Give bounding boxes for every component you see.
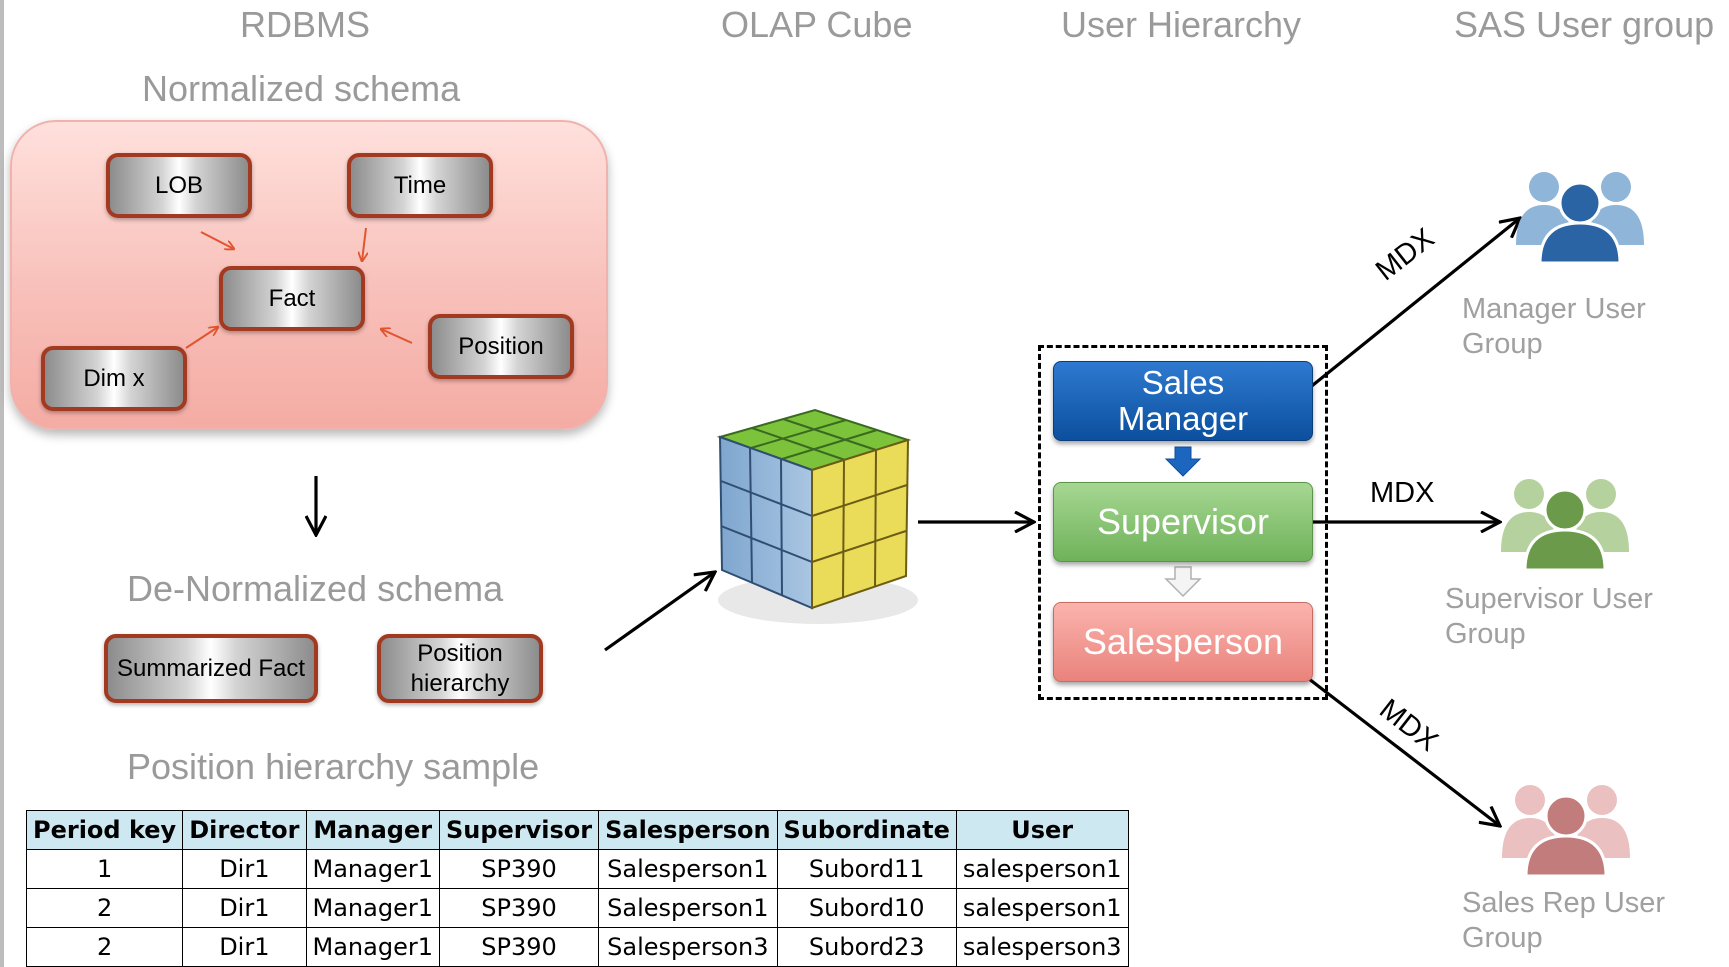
column-header: Manager bbox=[305, 810, 440, 850]
arrow-dimx-fact bbox=[185, 327, 218, 349]
table-cell: salesperson1 bbox=[955, 849, 1129, 889]
table-cell: Salesperson1 bbox=[598, 849, 778, 889]
down-arrow-icon bbox=[1164, 446, 1202, 477]
user-group-icon bbox=[1502, 785, 1630, 878]
column-header: Salesperson bbox=[598, 810, 778, 850]
table-cell: Subord11 bbox=[776, 849, 957, 889]
header-olap-cube: OLAP Cube bbox=[721, 4, 913, 45]
table-cell: salesperson3 bbox=[955, 927, 1129, 967]
table-summarized-fact: Summarized Fact bbox=[104, 634, 318, 703]
arrow-to-manager-group bbox=[1280, 218, 1520, 412]
sample-title: Position hierarchy sample bbox=[127, 746, 540, 787]
table-time: Time bbox=[347, 153, 493, 218]
node-supervisor: Supervisor bbox=[1053, 482, 1313, 562]
column-header: Director bbox=[182, 810, 307, 850]
table-cell: Manager1 bbox=[305, 927, 440, 967]
node-sales-manager: Sales Manager bbox=[1053, 361, 1313, 441]
arrow-to-cube bbox=[604, 572, 715, 652]
denormalized-schema-title: De-Normalized schema bbox=[127, 568, 504, 609]
down-arrow-icon bbox=[1164, 566, 1202, 598]
column-header: Subordinate bbox=[776, 810, 957, 850]
table-cell: SP390 bbox=[438, 849, 600, 889]
table-position: Position bbox=[428, 314, 574, 379]
left-border bbox=[0, 0, 4, 967]
table-cell: Dir1 bbox=[182, 849, 307, 889]
table-cell: Manager1 bbox=[305, 888, 440, 928]
table-cell: 2 bbox=[25, 927, 184, 967]
arrow-position-fact bbox=[381, 329, 413, 344]
arrow-lob-fact bbox=[200, 231, 234, 249]
table-cell: salesperson1 bbox=[955, 888, 1129, 928]
user-hierarchy-frame bbox=[1038, 345, 1328, 700]
table-cell: 2 bbox=[25, 888, 184, 928]
supervisor-group-label: Supervisor User Group bbox=[1445, 583, 1653, 650]
user-group-icon bbox=[1501, 479, 1629, 572]
column-header: Period key bbox=[25, 810, 184, 850]
table-cell: Dir1 bbox=[182, 888, 307, 928]
table-dim-x: Dim x bbox=[41, 346, 187, 411]
arrow-to-salesrep-group bbox=[1299, 670, 1500, 826]
table-fact: Fact bbox=[219, 266, 365, 331]
table-cell: Salesperson3 bbox=[598, 927, 778, 967]
manager-group-label: Manager User Group bbox=[1462, 293, 1646, 360]
table-cell: Dir1 bbox=[182, 927, 307, 967]
column-header: Supervisor bbox=[438, 810, 600, 850]
node-salesperson: Salesperson bbox=[1053, 602, 1313, 682]
arrow-time-fact bbox=[362, 227, 366, 261]
table-cell: SP390 bbox=[438, 888, 600, 928]
column-header: User bbox=[955, 810, 1129, 850]
header-sas-user-group: SAS User group bbox=[1454, 4, 1715, 45]
table-cell: Salesperson1 bbox=[598, 888, 778, 928]
table-cell: SP390 bbox=[438, 927, 600, 967]
salesrep-group-label: Sales Rep User Group bbox=[1462, 887, 1666, 954]
header-rdbms: RDBMS bbox=[240, 4, 371, 45]
table-lob: LOB bbox=[106, 153, 252, 218]
header-user-hierarchy: User Hierarchy bbox=[1061, 4, 1302, 45]
normalized-schema-title: Normalized schema bbox=[142, 68, 461, 109]
table-position-hierarchy: Position hierarchy bbox=[377, 634, 543, 703]
table-cell: Manager1 bbox=[305, 849, 440, 889]
table-cell: 1 bbox=[25, 849, 184, 889]
table-cell: Subord23 bbox=[776, 927, 957, 967]
table-cell: Subord10 bbox=[776, 888, 957, 928]
user-group-icon bbox=[1516, 172, 1644, 265]
mdx-label-supervisor: MDX bbox=[1370, 477, 1435, 509]
